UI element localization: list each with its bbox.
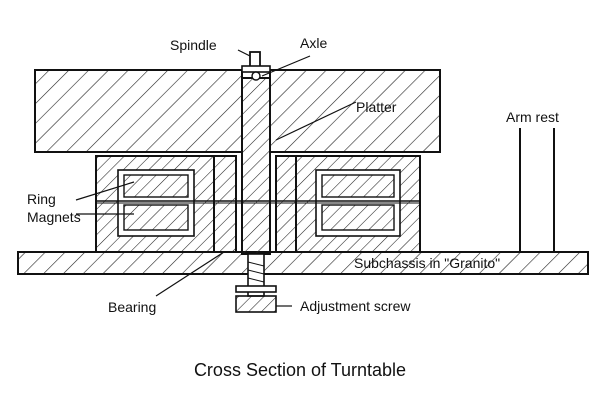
ring-label: Ring — [27, 191, 56, 207]
bearing-label: Bearing — [108, 299, 156, 315]
adjustment-screw — [235, 253, 277, 313]
platter — [34, 69, 441, 153]
magnets-label: Magnets — [27, 209, 81, 225]
right-upper-ring-magnet — [321, 174, 395, 198]
left-upper-ring-magnet — [123, 174, 189, 198]
ball-bearing-icon — [251, 71, 261, 81]
leader-lines — [75, 49, 357, 307]
spindle — [241, 51, 271, 81]
left-magnet-housing — [95, 155, 215, 253]
arm-rest — [519, 128, 555, 252]
left-lower-ring-magnet — [123, 204, 189, 231]
subchassis — [17, 251, 589, 275]
axle-label: Axle — [300, 35, 327, 51]
diagram-caption: Cross Section of Turntable — [194, 360, 406, 380]
right-magnet-housing — [295, 155, 421, 253]
platter-label: Platter — [356, 99, 397, 115]
adjustment-screw-label: Adjustment screw — [300, 298, 411, 314]
axle — [241, 77, 271, 255]
arm-rest-label: Arm rest — [506, 109, 559, 125]
subchassis-label: Subchassis in "Granito" — [354, 255, 500, 271]
right-lower-ring-magnet — [321, 204, 395, 231]
bearing-housing — [213, 155, 297, 253]
spindle-label: Spindle — [170, 37, 217, 53]
